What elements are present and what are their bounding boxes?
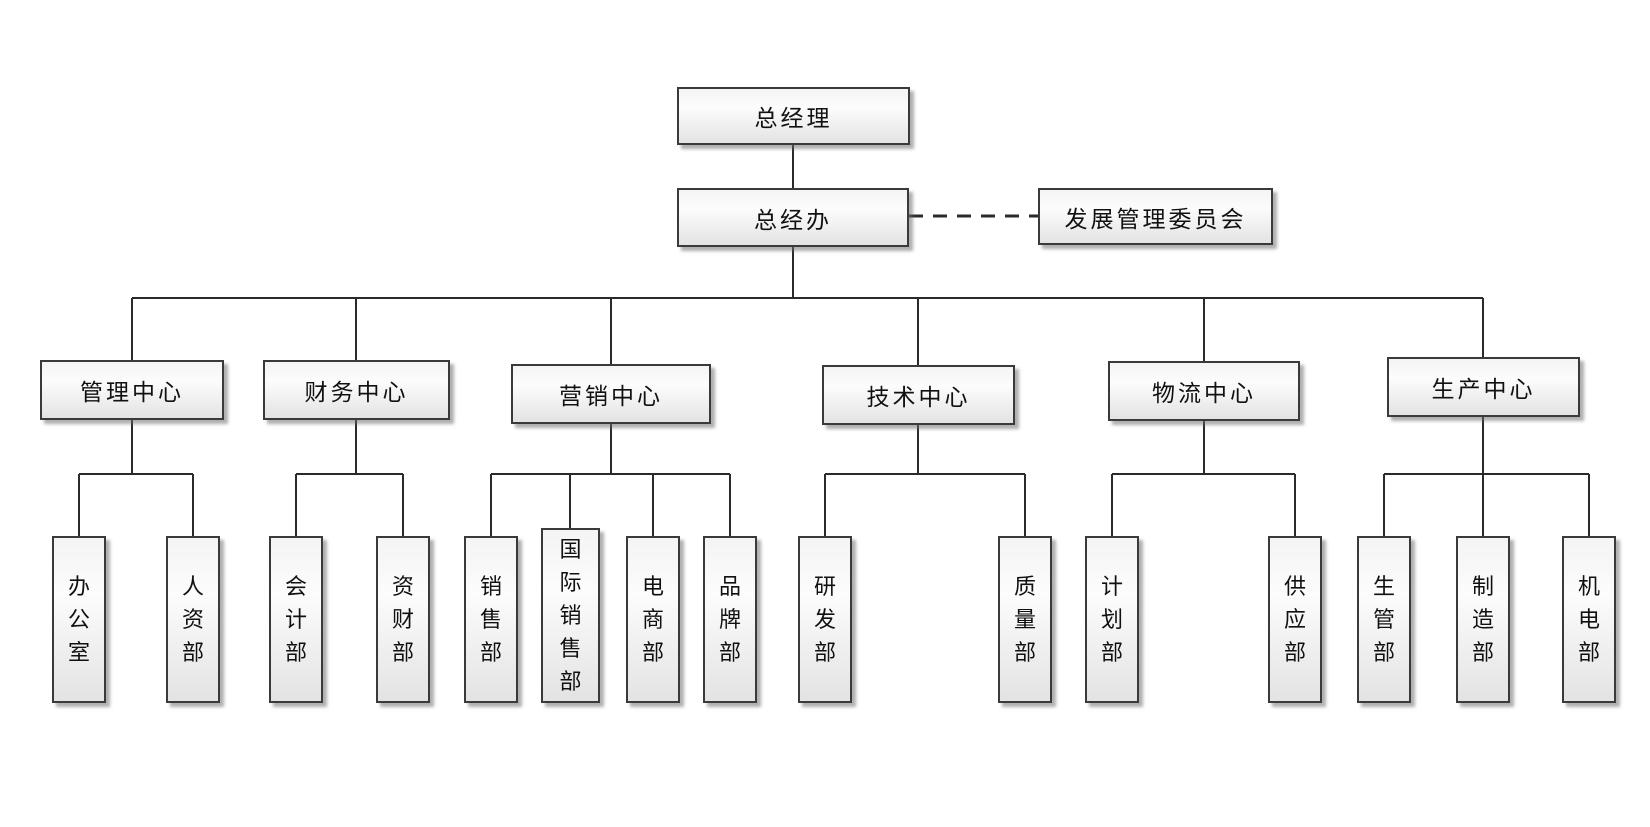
node-center-finance: 财务中心 bbox=[263, 360, 450, 420]
node-dept-hr: 人资部 bbox=[166, 536, 220, 703]
node-dept-planning: 计划部 bbox=[1085, 536, 1139, 703]
node-dept-brand: 品牌部 bbox=[703, 536, 757, 703]
node-dept-sales: 销售部 bbox=[464, 536, 518, 703]
node-center-technology: 技术中心 bbox=[822, 365, 1015, 425]
node-dept-assets: 资财部 bbox=[376, 536, 430, 703]
node-dept-quality: 质量部 bbox=[998, 536, 1052, 703]
node-dept-supply: 供应部 bbox=[1268, 536, 1322, 703]
node-dept-mechanical-electrical: 机电部 bbox=[1562, 536, 1616, 703]
node-dept-office: 办公室 bbox=[52, 536, 106, 703]
node-center-production: 生产中心 bbox=[1387, 357, 1580, 417]
node-dept-ecommerce: 电商部 bbox=[626, 536, 680, 703]
node-center-logistics: 物流中心 bbox=[1108, 361, 1300, 421]
node-dept-rnd: 研发部 bbox=[798, 536, 852, 703]
node-general-manager: 总经理 bbox=[677, 87, 910, 145]
node-gm-office: 总经办 bbox=[677, 188, 909, 247]
node-dept-accounting: 会计部 bbox=[269, 536, 323, 703]
node-center-marketing: 营销中心 bbox=[511, 364, 711, 424]
node-center-management: 管理中心 bbox=[40, 360, 224, 420]
node-dept-international-sales: 国际销售部 bbox=[541, 528, 600, 703]
node-development-committee: 发展管理委员会 bbox=[1038, 188, 1273, 245]
node-dept-production-management: 生管部 bbox=[1357, 536, 1411, 703]
node-dept-manufacturing: 制造部 bbox=[1456, 536, 1510, 703]
